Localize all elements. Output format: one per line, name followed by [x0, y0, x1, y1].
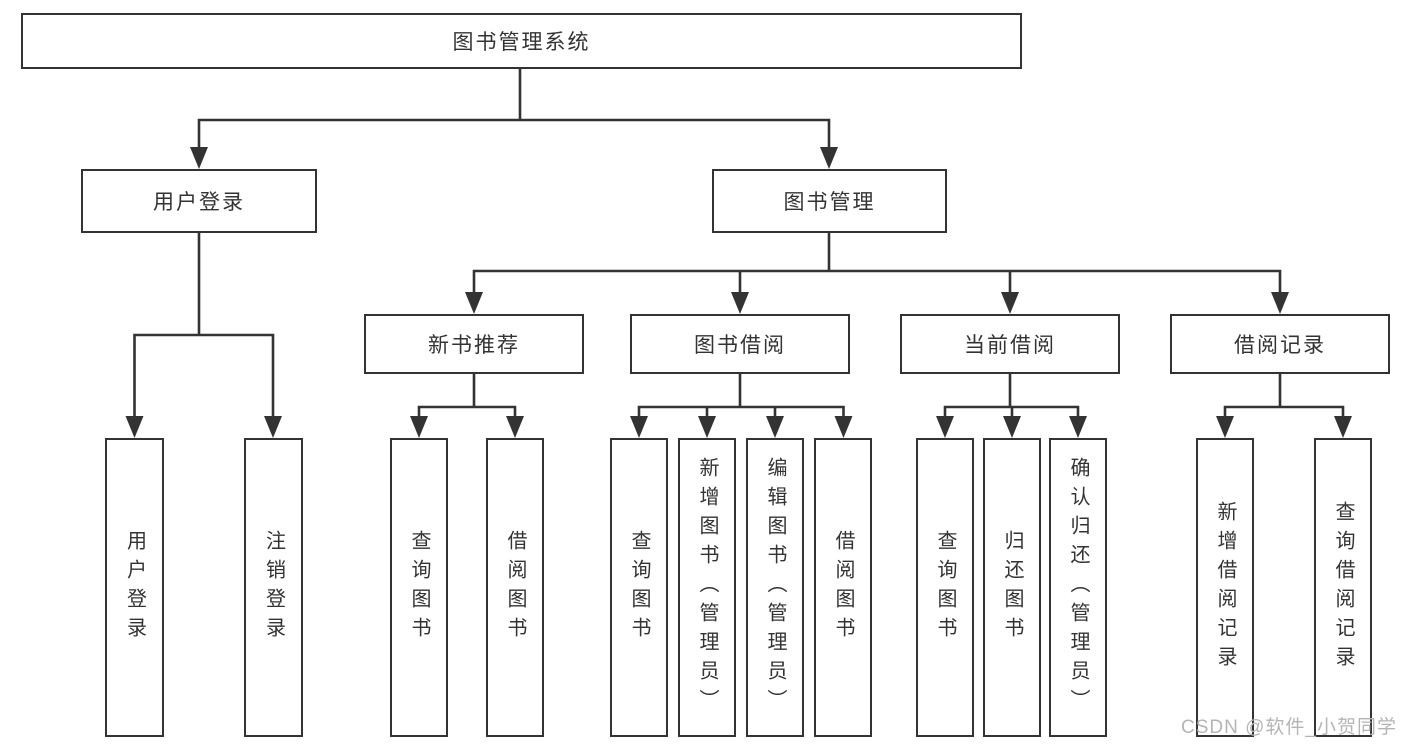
node-label: 编辑图书（管理员）: [764, 457, 786, 718]
leaf-book-borrow-borrow: 借阅图书: [814, 438, 872, 737]
leaf-current-borrow-confirm-admin: 确认归还（管理员）: [1049, 438, 1107, 737]
leaf-records-add: 新增借阅记录: [1196, 438, 1254, 737]
arrow-down: [1271, 292, 1289, 314]
arrow-down: [1001, 292, 1019, 314]
node-label: 用户登录: [123, 529, 146, 646]
arrow-down: [506, 416, 524, 438]
arrow-down: [698, 416, 716, 438]
node-label: 借阅记录: [1234, 334, 1326, 357]
connector-root-to-level2: [197, 69, 831, 151]
leaf-user-login: 用户登录: [105, 438, 164, 737]
node-label: 查询图书: [628, 529, 650, 646]
arrow-down: [264, 416, 282, 438]
leaf-new-books-borrow: 借阅图书: [486, 438, 544, 737]
leaf-records-query: 查询借阅记录: [1314, 438, 1372, 737]
node-label: 用户登录: [153, 191, 245, 214]
node-label: 新增图书（管理员）: [696, 457, 718, 718]
node-label: 确认归还（管理员）: [1067, 457, 1089, 718]
leaf-new-books-query: 查询图书: [390, 438, 448, 737]
node-label: 新增借阅记录: [1214, 500, 1236, 675]
leaf-book-borrow-edit-admin: 编辑图书（管理员）: [746, 438, 804, 737]
node-label: 图书管理: [783, 191, 876, 214]
node-user-login: 用户登录: [81, 169, 317, 233]
arrow-down: [410, 416, 428, 438]
connector-user-login-branch: [133, 233, 275, 420]
node-borrow-records: 借阅记录: [1170, 314, 1390, 374]
node-label: 注销登录: [262, 529, 285, 646]
arrow-down: [1003, 416, 1021, 438]
node-label: 图书借阅: [694, 334, 786, 357]
arrow-down: [820, 147, 838, 169]
arrow-down: [834, 416, 853, 438]
node-label: 新书推荐: [428, 334, 520, 357]
node-book-borrow: 图书借阅: [630, 314, 850, 374]
arrow-down: [1069, 416, 1087, 438]
node-label: 借阅图书: [832, 529, 854, 646]
node-label: 归还图书: [1001, 529, 1023, 646]
node-label: 查询借阅记录: [1332, 500, 1354, 675]
connector-book-mgmt-branch: [472, 233, 1282, 296]
node-current-borrow: 当前借阅: [900, 314, 1120, 374]
leaf-book-borrow-add-admin: 新增图书（管理员）: [678, 438, 736, 737]
arrow-down: [731, 292, 749, 314]
arrowheads: [125, 147, 1352, 438]
arrow-down: [1216, 416, 1234, 438]
node-label: 借阅图书: [504, 529, 526, 646]
connector-borrow-records-branch: [1223, 374, 1345, 420]
leaf-logout: 注销登录: [244, 438, 303, 737]
leaf-current-borrow-query: 查询图书: [916, 438, 974, 737]
arrow-down: [1334, 416, 1352, 438]
arrow-down: [190, 147, 208, 169]
node-label: 查询图书: [408, 529, 430, 646]
arrow-down: [125, 416, 144, 438]
leaf-current-borrow-return: 归还图书: [983, 438, 1041, 737]
leaf-book-borrow-query: 查询图书: [610, 438, 668, 737]
node-label: 查询图书: [934, 529, 956, 646]
node-book-management: 图书管理: [712, 169, 947, 233]
arrow-down: [630, 416, 648, 438]
node-label: 当前借阅: [964, 334, 1056, 357]
node-label: 图书管理系统: [452, 31, 591, 54]
arrow-down: [936, 416, 954, 438]
arrow-down: [766, 416, 784, 438]
connector-new-books-branch: [417, 374, 517, 420]
connector-book-borrow-branch: [637, 374, 845, 420]
node-new-book-recommend: 新书推荐: [364, 314, 584, 374]
node-root-library-system: 图书管理系统: [21, 13, 1022, 69]
connector-current-borrow-branch: [943, 374, 1080, 420]
csdn-watermark: CSDN @软件_小贺同学: [1181, 717, 1397, 738]
arrow-down: [465, 292, 483, 314]
